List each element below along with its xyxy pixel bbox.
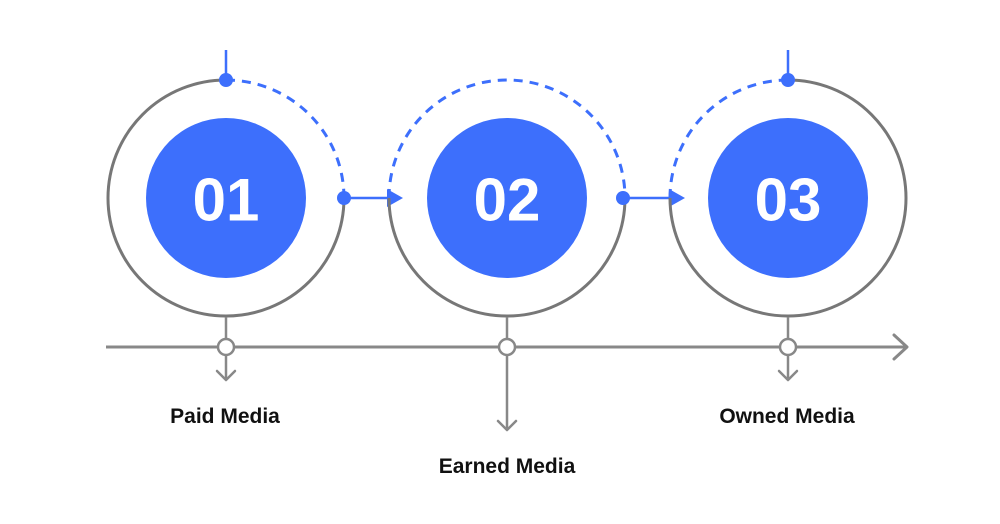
step-1-label: Paid Media [170, 405, 280, 428]
timeline-marker-1 [215, 337, 237, 382]
step-1-number: 01 [193, 167, 260, 234]
step-3-ring-solid [668, 78, 908, 318]
step-1-badge [146, 118, 306, 278]
timeline [106, 333, 909, 432]
step-1-ring-dashed [225, 78, 346, 199]
timeline-marker-3 [777, 337, 799, 382]
step-3-number: 03 [755, 167, 822, 234]
step-1-top-dot [219, 73, 233, 87]
down-arrow-icon [215, 369, 237, 382]
timeline-arrow-head-icon [892, 333, 909, 361]
step-2-badge [427, 118, 587, 278]
step-2-ring-solid [387, 197, 627, 318]
step-2-ring-dashed [387, 78, 627, 199]
step-1-right-dot [337, 191, 351, 205]
timeline-marker-2 [496, 337, 518, 432]
step-2-to-3-arrow [616, 189, 685, 207]
step-2-label: Earned Media [439, 455, 576, 478]
step-2-right-dot [616, 191, 630, 205]
step-2-number: 02 [474, 167, 541, 234]
timeline-node-3 [778, 337, 798, 357]
timeline-node-2 [497, 337, 517, 357]
step-3-ring-dashed [668, 78, 789, 199]
arrow-head-icon [387, 189, 403, 207]
down-arrow-icon [777, 369, 799, 382]
step-1-to-2-arrow [337, 189, 403, 207]
step-3-label: Owned Media [719, 405, 855, 428]
step-3-top-dot [781, 73, 795, 87]
arrow-head-icon [669, 189, 685, 207]
step-1: 01 [106, 50, 346, 318]
step-1-ring-solid [106, 78, 346, 318]
step-3: 03 [668, 50, 908, 318]
timeline-node-1 [216, 337, 236, 357]
step-3-badge [708, 118, 868, 278]
step-2: 02 [387, 78, 627, 318]
down-arrow-icon [496, 419, 518, 432]
